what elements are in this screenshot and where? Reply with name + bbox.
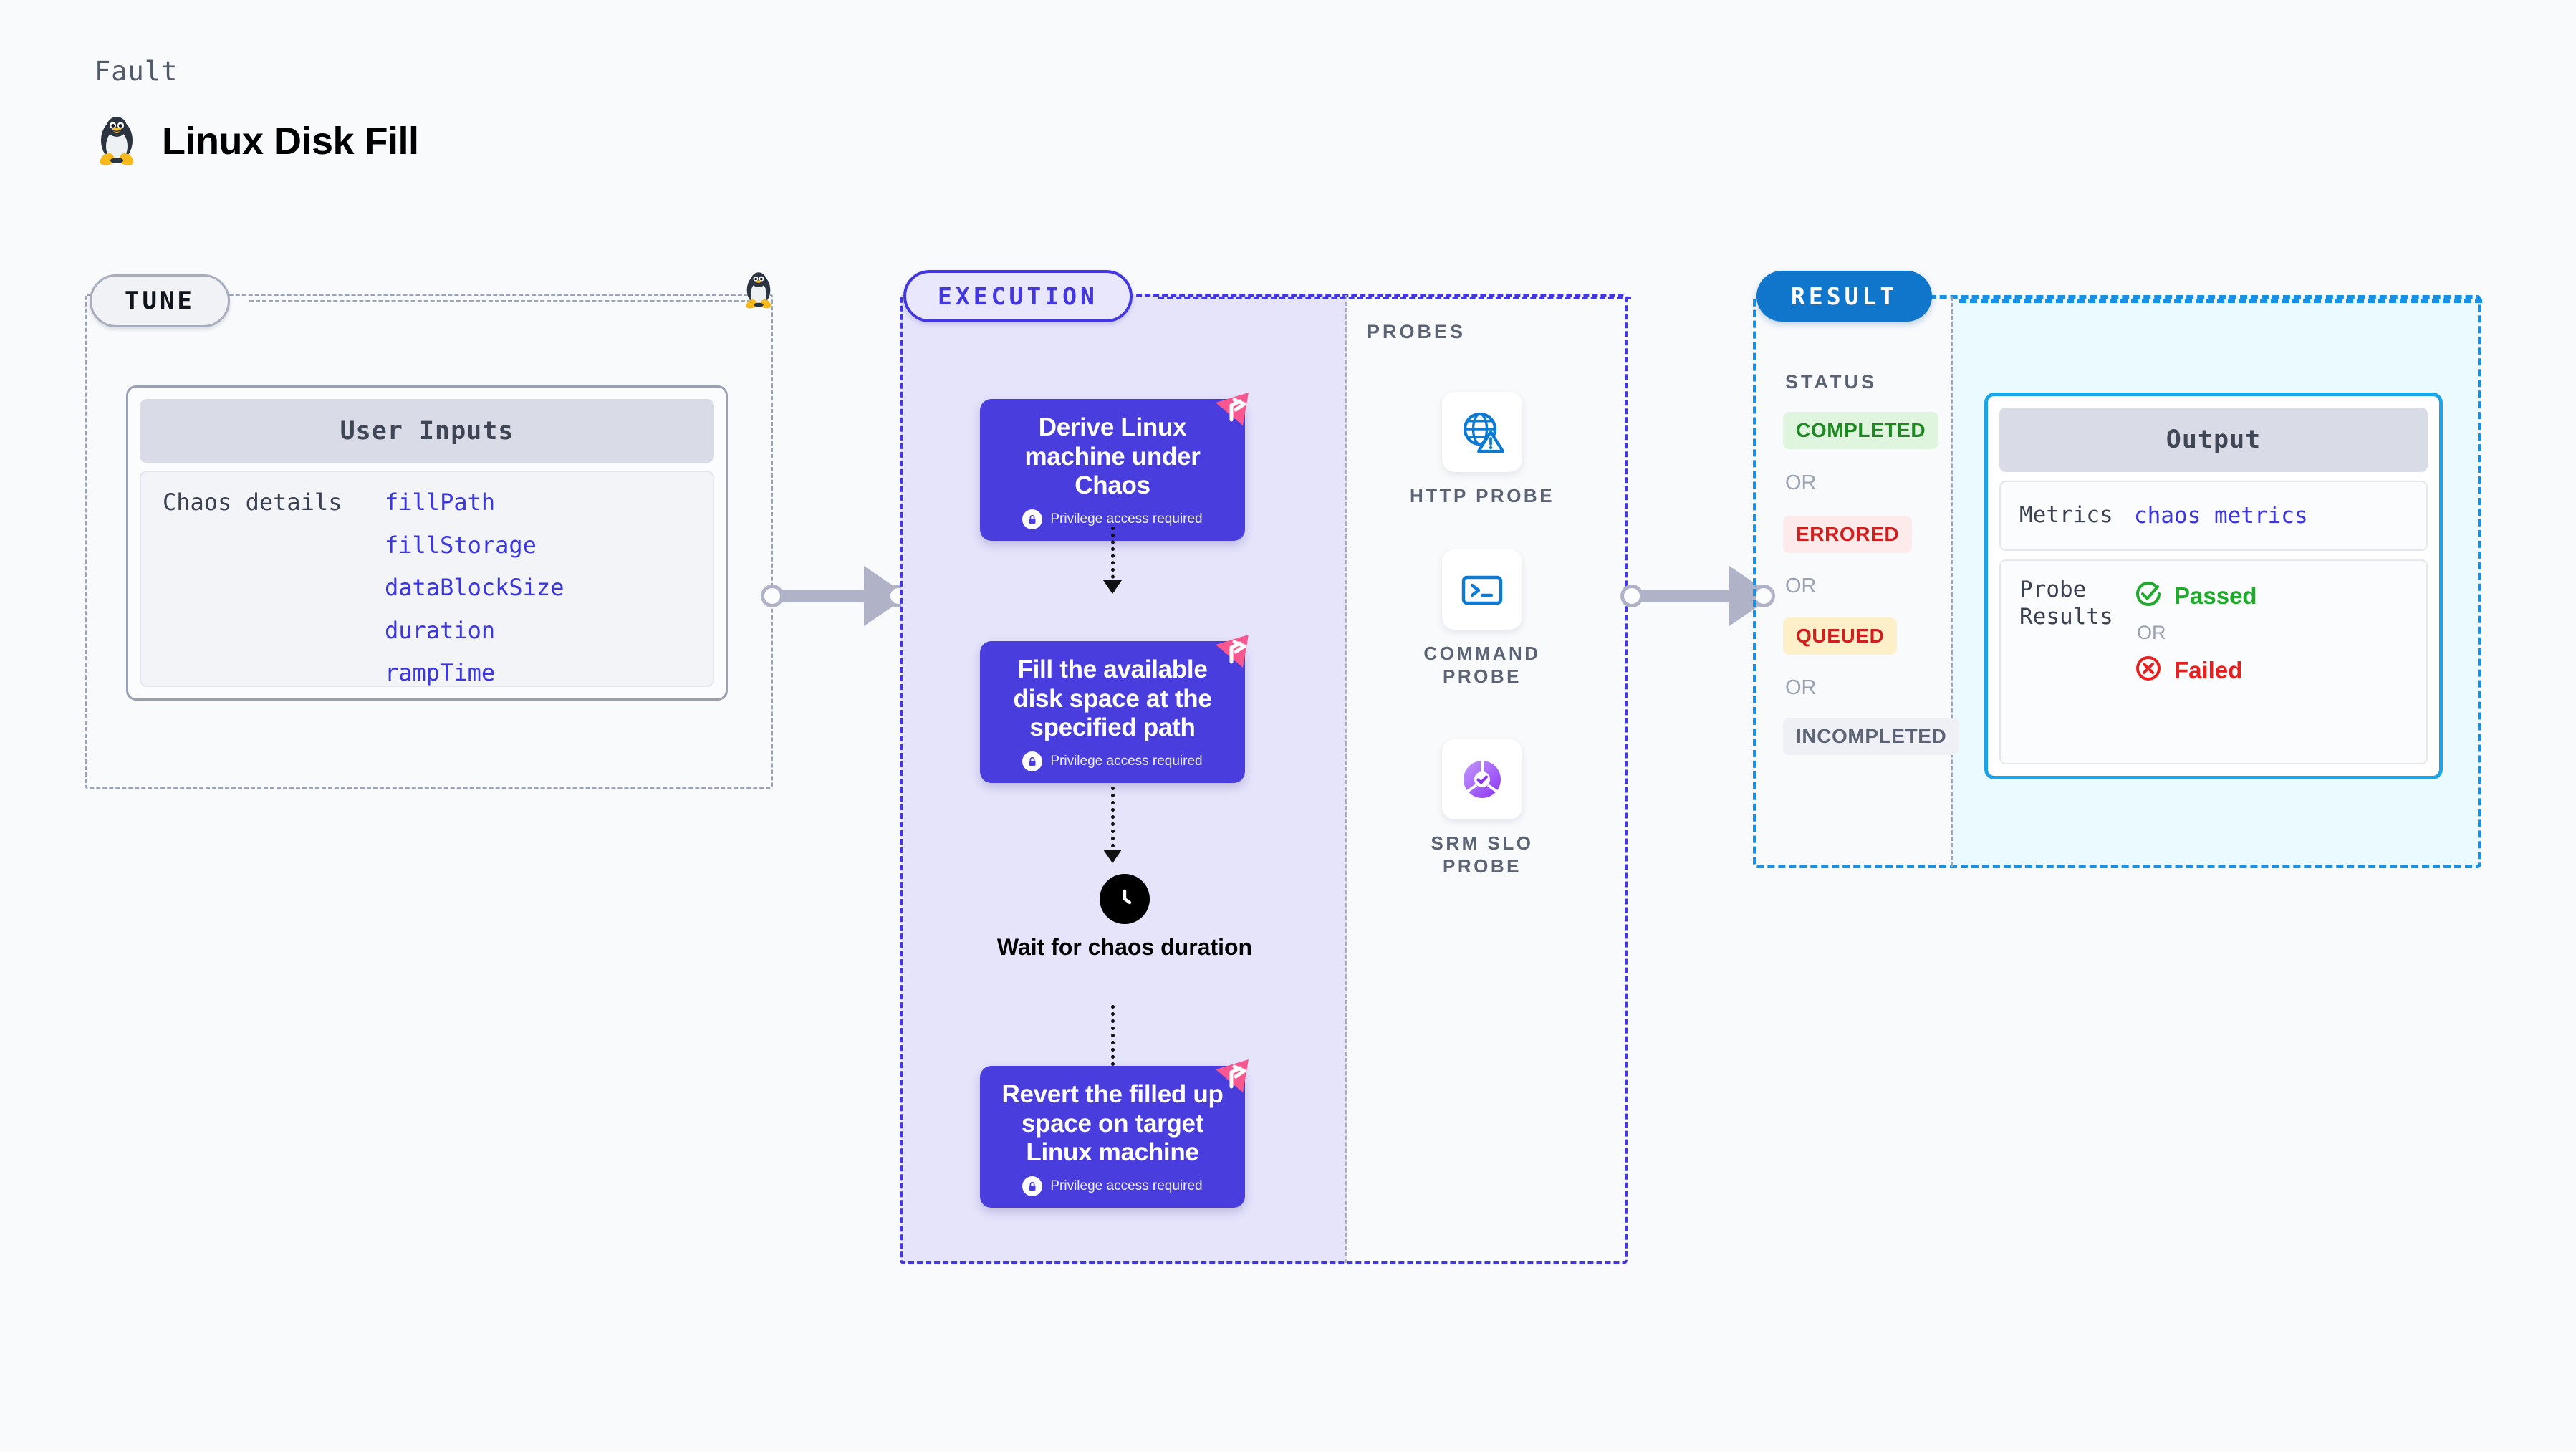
linux-penguin-icon <box>95 115 139 168</box>
fault-flag-icon <box>1210 1055 1254 1100</box>
probe-passed-label: Passed <box>2174 582 2257 609</box>
status-output-divider <box>1951 297 1953 867</box>
metrics-value[interactable]: chaos metrics <box>2134 503 2308 529</box>
status-badge-incompleted: INCOMPLETED <box>1783 718 1960 755</box>
user-inputs-title: User Inputs <box>340 416 514 446</box>
user-inputs-header: User Inputs <box>140 399 714 463</box>
execution-step-title: Fill the available disk space at the spe… <box>1013 655 1212 742</box>
input-duration[interactable]: duration <box>385 616 496 644</box>
status-badge-completed: COMPLETED <box>1783 412 1939 449</box>
execution-step-title: Derive Linux machine under Chaos <box>1024 413 1201 500</box>
input-fill-storage[interactable]: fillStorage <box>385 531 537 559</box>
result-connector-line <box>1959 299 2482 303</box>
probe-result-passed: Passed <box>2134 580 2257 612</box>
privilege-note: Privilege access required <box>996 509 1229 529</box>
privilege-label: Privilege access required <box>1050 1178 1203 1193</box>
globe-warning-icon <box>1442 392 1522 472</box>
execution-step-card[interactable]: Revert the filled up space on target Lin… <box>980 1059 1249 1208</box>
flow-arrow <box>1103 527 1122 594</box>
wait-label: Wait for chaos duration <box>996 934 1253 960</box>
privilege-note: Privilege access required <box>996 751 1229 771</box>
probe-failed-label: Failed <box>2174 656 2243 683</box>
result-badge-label: RESULT <box>1791 282 1898 310</box>
fault-flag-icon <box>1210 630 1254 675</box>
privilege-label: Privilege access required <box>1050 753 1203 769</box>
probe-command[interactable]: COMMAND PROBE <box>1396 549 1568 688</box>
tune-badge[interactable]: TUNE <box>90 274 230 327</box>
execution-connector-line <box>1158 297 1631 299</box>
linux-penguin-marker-icon <box>742 271 775 314</box>
probe-http[interactable]: HTTP PROBE <box>1396 392 1568 508</box>
check-circle-icon <box>2134 580 2163 612</box>
output-header: Output <box>1999 408 2428 472</box>
input-ramp-time[interactable]: rampTime <box>385 659 496 687</box>
x-circle-icon <box>2134 654 2163 686</box>
status-or-3: OR <box>1785 676 1817 699</box>
probe-result-failed: Failed <box>2134 654 2257 686</box>
fault-title-row: Linux Disk Fill <box>95 115 419 168</box>
result-badge[interactable]: RESULT <box>1756 271 1933 322</box>
probe-results-values: Passed OR Failed <box>2134 577 2257 686</box>
probe-results-key: Probe Results <box>2019 577 2113 630</box>
lock-icon <box>1022 509 1043 529</box>
user-inputs-card: User Inputs Chaos details fillPath fillS… <box>126 385 728 701</box>
execution-step-card[interactable]: Fill the available disk space at the spe… <box>980 635 1249 783</box>
privilege-note: Privilege access required <box>996 1175 1229 1196</box>
execution-step-card[interactable]: Derive Linux machine under Chaos Privile… <box>980 393 1249 541</box>
terminal-icon <box>1442 549 1522 630</box>
execution-step-title: Revert the filled up space on target Lin… <box>1001 1080 1224 1167</box>
probe-srm-slo-label: SRM SLO PROBE <box>1431 832 1534 877</box>
metrics-key: Metrics <box>2019 502 2113 529</box>
input-fill-path[interactable]: fillPath <box>385 489 496 516</box>
execution-badge[interactable]: EXECUTION <box>903 270 1133 322</box>
probes-divider <box>1345 295 1347 1263</box>
probe-http-label: HTTP PROBE <box>1409 485 1555 506</box>
lock-icon <box>1022 1175 1043 1196</box>
probe-command-label: COMMAND PROBE <box>1423 643 1541 687</box>
chaos-details-key: Chaos details <box>163 489 342 516</box>
slo-donut-check-icon <box>1442 739 1522 819</box>
execution-badge-label: EXECUTION <box>938 282 1098 310</box>
metrics-row: Metrics chaos metrics <box>1999 481 2428 551</box>
probe-srm-slo[interactable]: SRM SLO PROBE <box>1396 739 1568 878</box>
clock-icon <box>1100 874 1150 924</box>
probes-title: PROBES <box>1367 321 1466 342</box>
output-title: Output <box>2166 425 2262 454</box>
lock-icon <box>1022 751 1043 771</box>
connector-execution-to-result <box>1618 566 1775 626</box>
privilege-label: Privilege access required <box>1050 511 1203 527</box>
status-badge-errored: ERRORED <box>1783 516 1913 553</box>
connector-tune-to-execution <box>758 566 910 626</box>
input-data-block-size[interactable]: dataBlockSize <box>385 574 564 602</box>
probe-results-or: OR <box>2137 622 2166 643</box>
fault-kicker-label: Fault <box>95 56 178 87</box>
chaos-details-values: fillPath fillStorage dataBlockSize durat… <box>385 489 564 687</box>
probe-results-row: Probe Results Passed OR <box>1999 559 2428 764</box>
tune-connector-line <box>249 300 758 302</box>
status-or-1: OR <box>1785 471 1817 494</box>
output-card: Output Metrics chaos metrics Probe Resul… <box>1984 393 2443 779</box>
tune-badge-label: TUNE <box>125 287 195 315</box>
tune-boundary <box>85 294 773 789</box>
result-boundary <box>1753 295 2481 868</box>
wait-node: Wait for chaos duration <box>992 874 1257 961</box>
execution-boundary <box>900 294 1628 1264</box>
user-inputs-body: Chaos details fillPath fillStorage dataB… <box>140 471 714 687</box>
status-or-2: OR <box>1785 574 1817 597</box>
status-badge-queued: QUEUED <box>1783 617 1898 655</box>
status-title: STATUS <box>1785 371 1877 393</box>
fault-flag-icon <box>1210 388 1254 433</box>
flow-arrow <box>1103 787 1122 863</box>
page-title: Linux Disk Fill <box>162 120 419 163</box>
